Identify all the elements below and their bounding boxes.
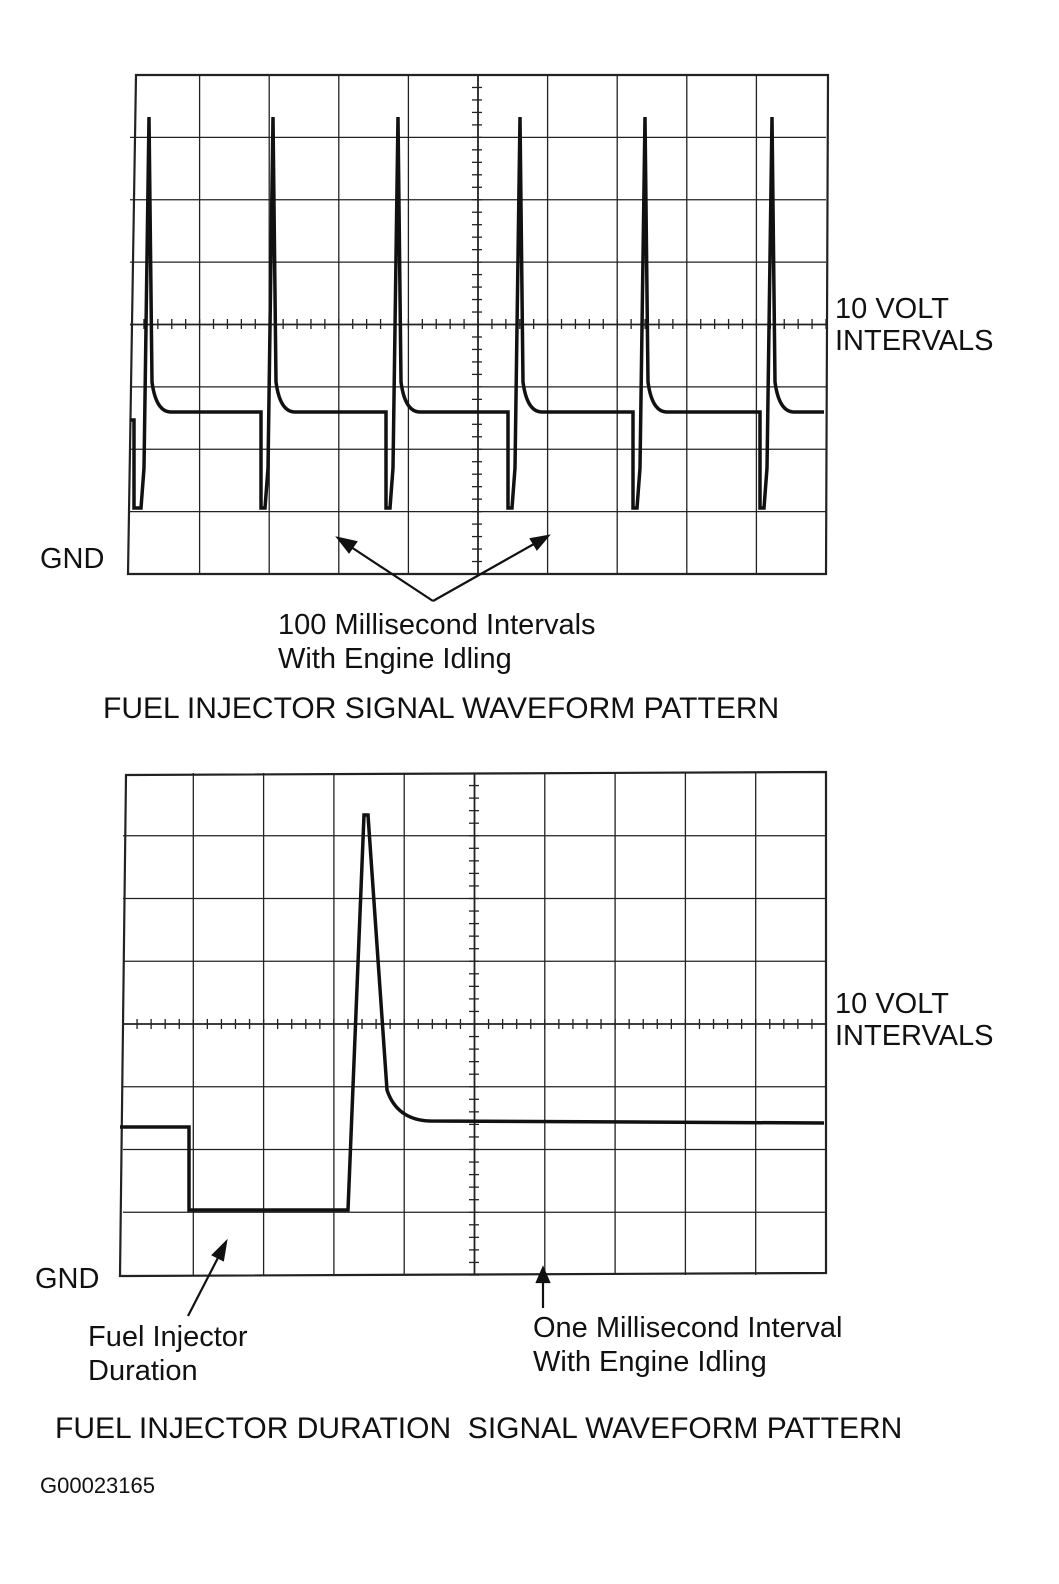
- top-time-arrows: [335, 534, 551, 602]
- top-grid: [126, 73, 830, 576]
- interval-arrow: [535, 1265, 551, 1308]
- duration-annotation-line2: Duration: [88, 1355, 198, 1387]
- duration-annotation-line1: Fuel Injector: [88, 1321, 248, 1353]
- top-scope: [126, 73, 830, 602]
- top-caption: FUEL INJECTOR SIGNAL WAVEFORM PATTERN: [103, 692, 779, 725]
- duration-arrow: [187, 1238, 228, 1317]
- top-gnd-label: GND: [40, 543, 104, 575]
- top-volt-label-line2: INTERVALS: [835, 325, 993, 357]
- figure-id: G00023165: [40, 1473, 155, 1498]
- bottom-volt-label-line2: INTERVALS: [835, 1020, 993, 1052]
- bottom-grid: [118, 770, 828, 1278]
- bottom-scope: [118, 770, 828, 1317]
- top-screen-border: [126, 73, 830, 576]
- bottom-caption: FUEL INJECTOR DURATION SIGNAL WAVEFORM P…: [55, 1412, 902, 1445]
- top-time-annotation-line1: 100 Millisecond Intervals: [278, 609, 596, 641]
- top-time-annotation-line2: With Engine Idling: [278, 643, 512, 675]
- top-volt-label-line1: 10 VOLT: [835, 293, 949, 325]
- bottom-screen-border: [118, 770, 828, 1278]
- bottom-volt-label-line1: 10 VOLT: [835, 988, 949, 1020]
- interval-annotation-line1: One Millisecond Interval: [533, 1312, 842, 1344]
- bottom-injector-waveform: [120, 813, 825, 1212]
- interval-annotation-line2: With Engine Idling: [533, 1346, 767, 1378]
- top-injector-waveform: [130, 116, 824, 510]
- bottom-gnd-label: GND: [35, 1263, 99, 1295]
